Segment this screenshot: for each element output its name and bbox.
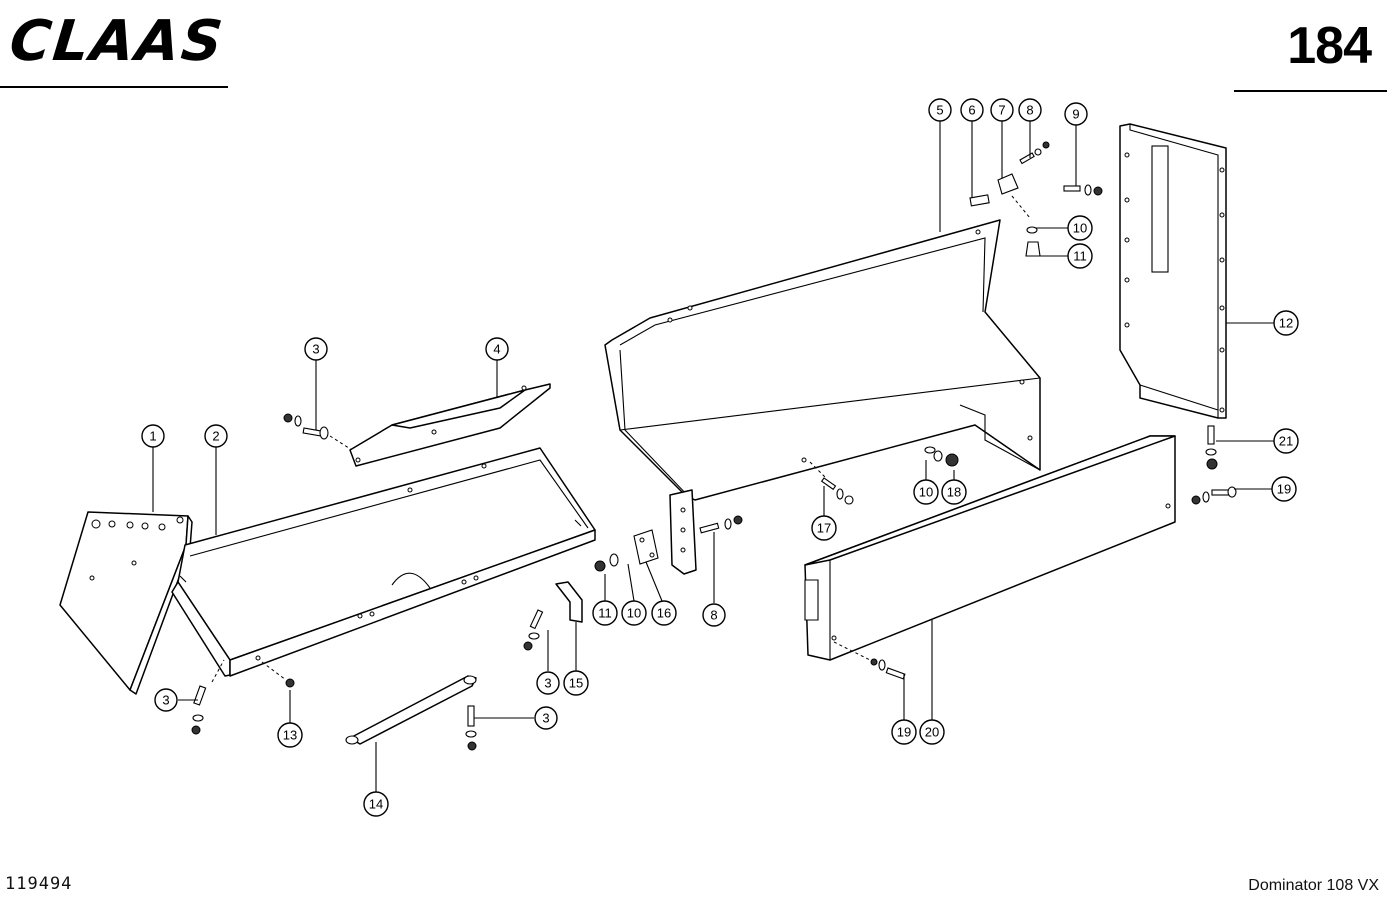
part-14-strap <box>345 675 477 745</box>
callout-10-top: 10 <box>1067 215 1093 241</box>
svg-text:5: 5 <box>936 103 943 118</box>
callout-3-top: 3 <box>304 337 328 361</box>
part-17-hardware <box>809 461 854 505</box>
callout-15: 15 <box>563 670 589 696</box>
callout-20: 20 <box>919 719 945 745</box>
callout-19-right: 19 <box>1271 476 1297 502</box>
svg-text:2: 2 <box>212 429 219 444</box>
callout-10-lower: 10 <box>621 600 647 626</box>
svg-text:16: 16 <box>657 606 671 621</box>
part-16-plate-hardware <box>594 515 743 572</box>
callout-14: 14 <box>363 791 389 817</box>
callout-10-mid: 10 <box>913 479 939 505</box>
svg-text:10: 10 <box>627 606 641 621</box>
callout-21: 21 <box>1273 428 1299 454</box>
svg-text:20: 20 <box>925 725 939 740</box>
callout-12: 12 <box>1273 310 1299 336</box>
part-1-side-plate <box>59 511 193 695</box>
callout-18: 18 <box>941 479 967 505</box>
part-21-bolt <box>1205 425 1218 470</box>
callout-3-bottom: 3 <box>534 706 558 730</box>
callout-11-top: 11 <box>1067 243 1093 269</box>
callout-13: 13 <box>277 722 303 748</box>
header-rule-right <box>1234 90 1387 92</box>
model-name: Dominator 108 VX <box>1248 877 1379 894</box>
svg-text:15: 15 <box>569 676 583 691</box>
svg-text:12: 12 <box>1279 316 1293 331</box>
svg-text:14: 14 <box>369 797 383 812</box>
part-3-13-hardware <box>191 659 295 735</box>
callout-9: 9 <box>1064 102 1088 126</box>
part-3-bolt-bottom <box>465 705 477 751</box>
part-19-hardware <box>833 486 1237 680</box>
svg-text:13: 13 <box>283 728 297 743</box>
part-2-long-guard <box>171 447 596 677</box>
page-number: 184 <box>1287 17 1372 75</box>
part-5-main-housing <box>604 219 1041 575</box>
part-4-bracket-rail <box>349 383 551 467</box>
svg-text:19: 19 <box>1277 482 1291 497</box>
svg-text:7: 7 <box>998 103 1005 118</box>
svg-text:17: 17 <box>817 521 831 536</box>
svg-text:21: 21 <box>1279 434 1293 449</box>
callout-16: 16 <box>651 600 677 626</box>
svg-text:3: 3 <box>542 711 549 726</box>
part-15-bracket <box>523 581 583 651</box>
svg-text:3: 3 <box>544 676 551 691</box>
svg-text:8: 8 <box>1026 103 1033 118</box>
part-10-18-hardware <box>924 446 959 467</box>
svg-text:9: 9 <box>1072 107 1079 122</box>
callout-5: 5 <box>928 98 952 122</box>
callout-11-mid: 11 <box>592 600 618 626</box>
part-12-tall-panel <box>1119 123 1227 419</box>
callout-8-lower: 8 <box>702 603 726 627</box>
svg-text:1: 1 <box>149 429 156 444</box>
callout-2: 2 <box>204 424 228 448</box>
svg-text:4: 4 <box>493 342 500 357</box>
drawing-number: 119494 <box>5 874 73 894</box>
part-6-7-8-hardware <box>969 141 1050 257</box>
header-rule-left <box>0 86 228 88</box>
svg-text:18: 18 <box>947 485 961 500</box>
callout-17: 17 <box>811 515 837 541</box>
svg-text:3: 3 <box>312 342 319 357</box>
part-9-bolt <box>1063 184 1103 196</box>
callout-4: 4 <box>485 337 509 361</box>
svg-text:6: 6 <box>968 103 975 118</box>
part-3-bolt-top <box>283 413 353 451</box>
callout-8-top: 8 <box>1018 98 1042 122</box>
callout-7: 7 <box>990 98 1014 122</box>
svg-text:10: 10 <box>919 485 933 500</box>
callout-19-bottom: 19 <box>891 719 917 745</box>
callout-6: 6 <box>960 98 984 122</box>
svg-text:11: 11 <box>1073 249 1087 264</box>
svg-text:11: 11 <box>598 606 612 621</box>
part-20-box-beam <box>804 435 1176 661</box>
callout-3-mid: 3 <box>536 671 560 695</box>
callout-3-left: 3 <box>154 688 178 712</box>
svg-text:8: 8 <box>710 608 717 623</box>
svg-text:10: 10 <box>1073 221 1087 236</box>
callout-1: 1 <box>141 424 165 448</box>
svg-text:19: 19 <box>897 725 911 740</box>
svg-text:3: 3 <box>162 693 169 708</box>
leader-lines <box>152 121 1274 792</box>
